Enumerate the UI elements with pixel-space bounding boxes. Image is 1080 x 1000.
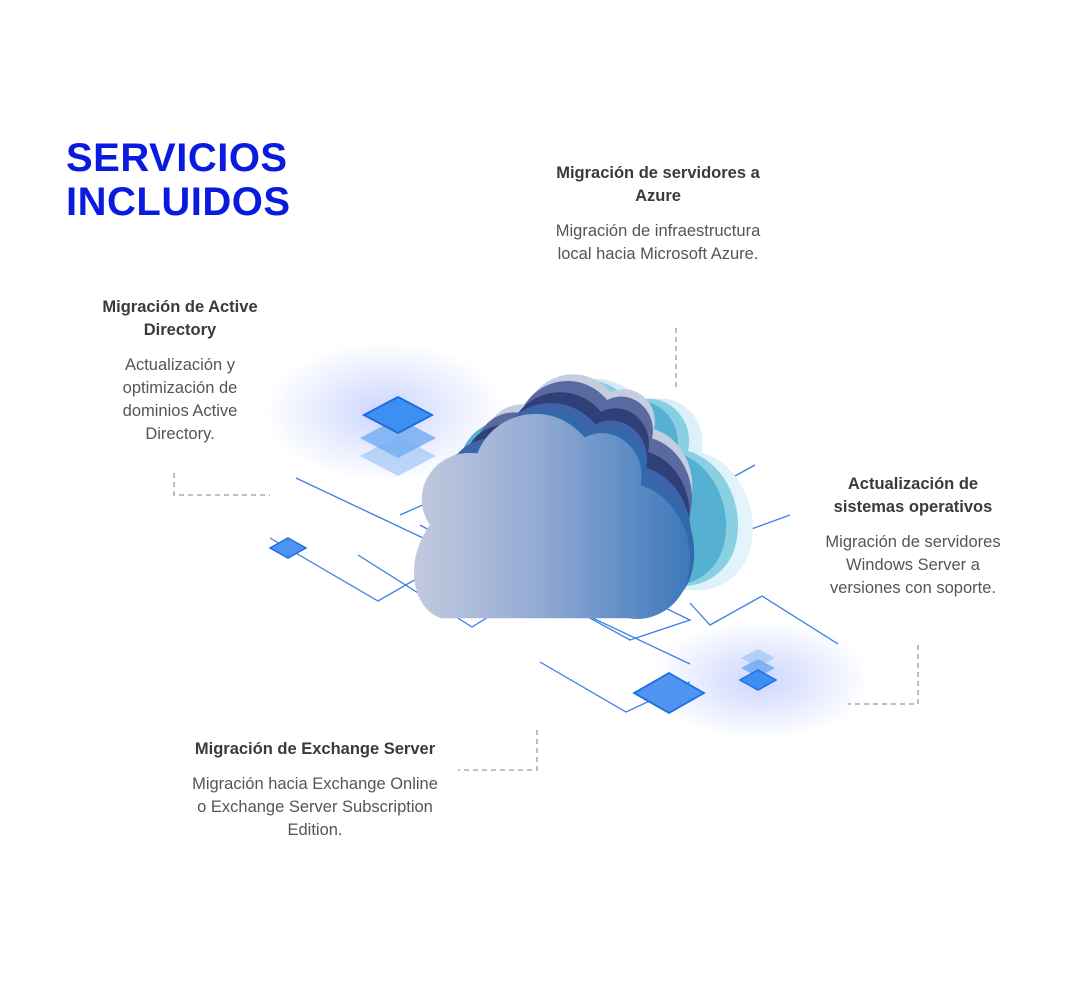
page-title-line-2: INCLUIDOS [66,180,291,224]
diamond-tile-icon [268,537,308,559]
page-title: SERVICIOS INCLUIDOS [66,136,406,224]
page-title-line-1: SERVICIOS [66,136,288,180]
diamond-tile-icon [632,671,706,715]
callout-connectors [173,328,919,771]
service-description: Migración de infraestructura local hacia… [555,222,761,263]
service-os-update: Actualización de sistemas operativos Mig… [812,473,1014,600]
service-title: Migración de Exchange Server [194,740,436,758]
diamond-tile-icon [360,395,436,476]
diamond-tile-icon [738,649,778,691]
service-active-directory: Migración de Active Directory Actualizac… [90,296,270,446]
service-title: Migración de servidores a Azure [556,164,760,205]
service-title: Migración de Active Directory [102,298,258,339]
service-title: Actualización de sistemas operativos [833,475,993,516]
service-description: Actualización y optimización de dominios… [122,356,238,443]
service-description: Migración de servidores Windows Server a… [825,533,1001,597]
service-exchange: Migración de Exchange Server Migración h… [190,738,440,842]
service-azure: Migración de servidores a Azure Migració… [548,162,768,266]
service-description: Migración hacia Exchange Online o Exchan… [192,775,438,839]
